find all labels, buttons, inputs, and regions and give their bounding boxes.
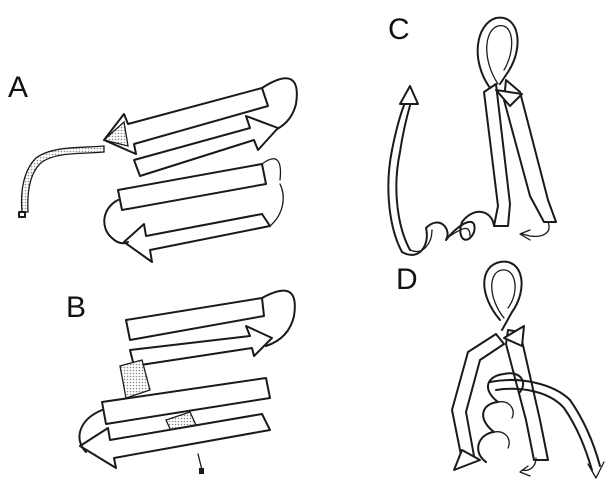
panel-a-tail-end — [19, 212, 25, 217]
panel-c-loop-top — [478, 18, 518, 88]
panel-c-helix — [402, 212, 494, 255]
panel-d-arrow-left — [454, 450, 480, 470]
panel-d-strand-left — [452, 334, 504, 460]
panel-label-d: D — [396, 265, 418, 295]
panel-d-drawing — [452, 262, 604, 478]
panel-d-helix-back — [494, 402, 513, 448]
panel-c-tail — [522, 222, 549, 236]
panel-b-drawing — [79, 291, 294, 474]
panel-c-strand-left — [388, 96, 408, 252]
panel-c-drawing — [388, 18, 556, 255]
panel-label-a: A — [8, 73, 28, 103]
panel-a-drawing — [19, 78, 297, 262]
panel-a-back-strand — [270, 184, 283, 226]
panel-a-strand-4 — [124, 214, 270, 262]
panel-c-loop-top-inner — [487, 26, 512, 84]
panel-b-tail — [198, 454, 202, 470]
panel-d-loop-top-inner — [492, 270, 515, 318]
panel-c-arrowhead-up — [400, 86, 418, 104]
panel-d-loop-top — [484, 262, 521, 330]
panel-b-hidden-strand — [120, 360, 150, 398]
panel-label-b: B — [66, 293, 86, 323]
panel-b-tail-end — [199, 468, 204, 474]
panel-b-strand-1 — [126, 298, 264, 340]
panel-d-strand-right — [506, 330, 548, 460]
panel-label-c: C — [388, 15, 410, 45]
panel-a-terminal-tail — [22, 146, 104, 212]
